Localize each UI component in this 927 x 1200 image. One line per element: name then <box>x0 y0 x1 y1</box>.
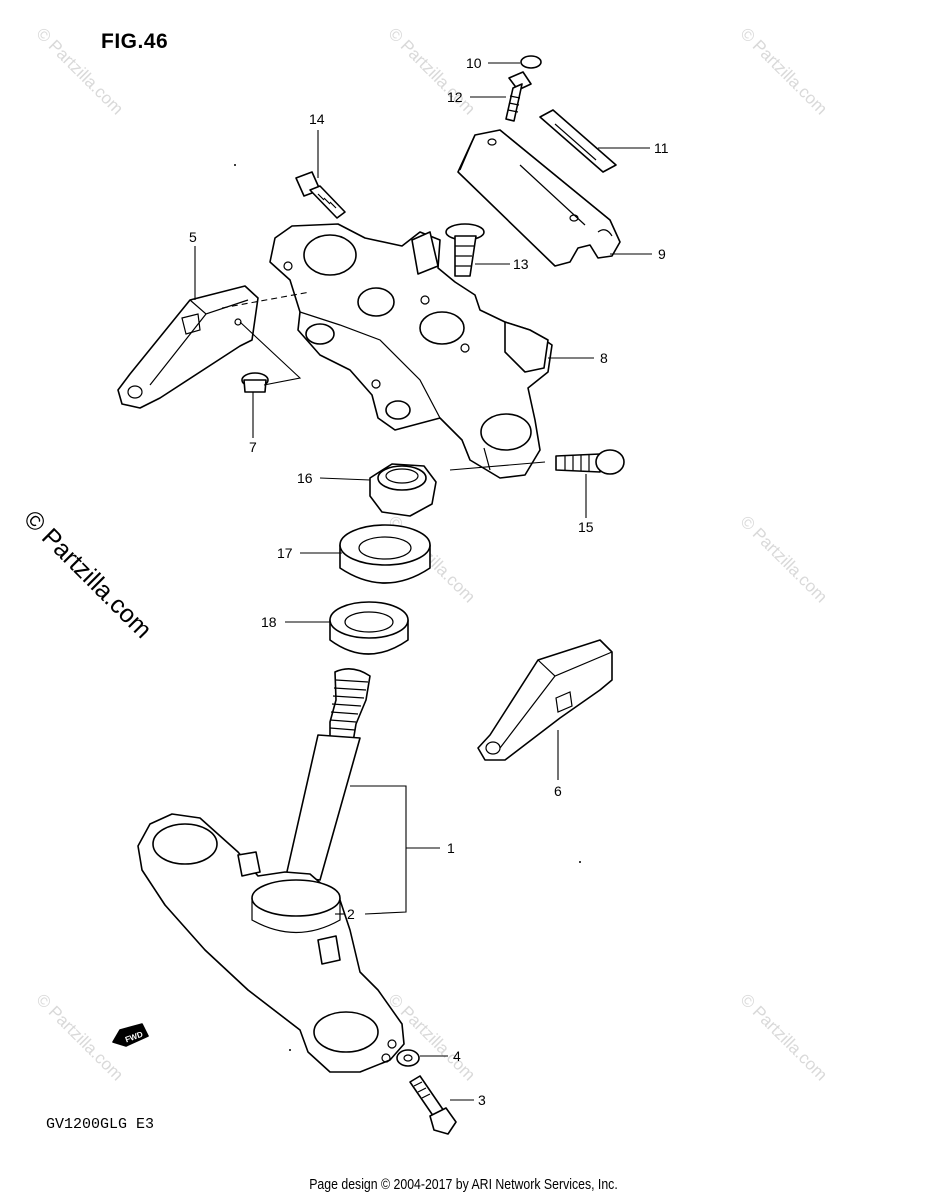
figure-title: FIG.46 <box>101 30 169 53</box>
part-12-bolt <box>505 71 532 122</box>
callout-4: 4 <box>453 1048 461 1064</box>
callout-11: 11 <box>654 140 669 156</box>
callout-13: 13 <box>513 256 529 272</box>
model-code: GV1200GLG E3 <box>46 1116 155 1133</box>
callout-15: 15 <box>578 519 594 535</box>
callout-5: 5 <box>189 229 197 245</box>
part-17-seal <box>339 524 431 584</box>
callout-7: 7 <box>249 439 257 455</box>
part-1-steering-stem <box>137 668 405 1073</box>
part-16-nut <box>369 463 437 517</box>
part-4-washer <box>396 1049 420 1067</box>
footer-copyright: Page design © 2004-2017 by ARI Network S… <box>309 1176 618 1193</box>
callout-3: 3 <box>478 1092 486 1108</box>
callout-9: 9 <box>658 246 666 262</box>
callout-17: 17 <box>277 545 293 561</box>
part-5-bracket <box>117 285 259 409</box>
callout-14: 14 <box>309 111 325 127</box>
fwd-arrow-icon: FWD <box>112 1023 149 1047</box>
callout-2: 2 <box>347 906 355 922</box>
part-11-emblem-plate <box>539 109 617 173</box>
part-10-cap <box>520 55 542 69</box>
callout-6: 6 <box>554 783 562 799</box>
callout-10: 10 <box>466 55 482 71</box>
callout-1: 1 <box>447 840 455 856</box>
callout-18: 18 <box>261 614 277 630</box>
part-14-bolt <box>295 171 346 219</box>
part-13-bolt <box>445 223 485 277</box>
part-6-bracket <box>477 639 613 761</box>
part-3-bolt <box>409 1075 457 1135</box>
part-8-upper-bracket <box>269 223 553 479</box>
callout-16: 16 <box>297 470 313 486</box>
part-9-cover <box>457 129 621 267</box>
callout-12: 12 <box>447 89 463 105</box>
part-7-screw <box>241 372 269 393</box>
part-18-bearing <box>329 601 409 655</box>
callout-8: 8 <box>600 350 608 366</box>
part-15-bolt <box>555 449 625 475</box>
